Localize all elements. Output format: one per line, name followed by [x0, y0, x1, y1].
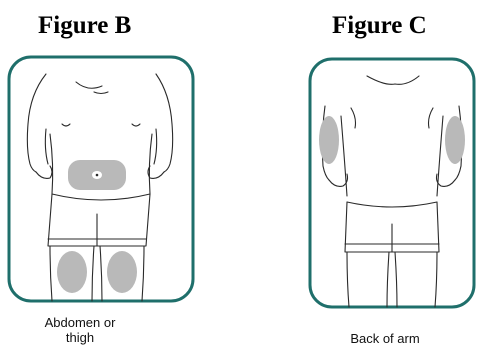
figure-b-caption-line2: thigh [20, 330, 140, 345]
front-body-figure [6, 54, 196, 304]
figure-b-title: Figure B [38, 12, 131, 40]
left-back-arm-injection-site [319, 116, 339, 164]
figure-b-caption-line1: Abdomen or [20, 315, 140, 330]
figure-c-title: Figure C [332, 12, 427, 40]
figure-c-frame [310, 59, 474, 307]
figure-c-caption: Back of arm [330, 331, 440, 346]
right-thigh-injection-site [107, 251, 137, 293]
figure-b-caption: Abdomen or thigh [20, 315, 140, 345]
figure-c-caption-line1: Back of arm [330, 331, 440, 346]
back-body-figure [307, 56, 477, 310]
right-back-arm-injection-site [445, 116, 465, 164]
left-thigh-injection-site [57, 251, 87, 293]
